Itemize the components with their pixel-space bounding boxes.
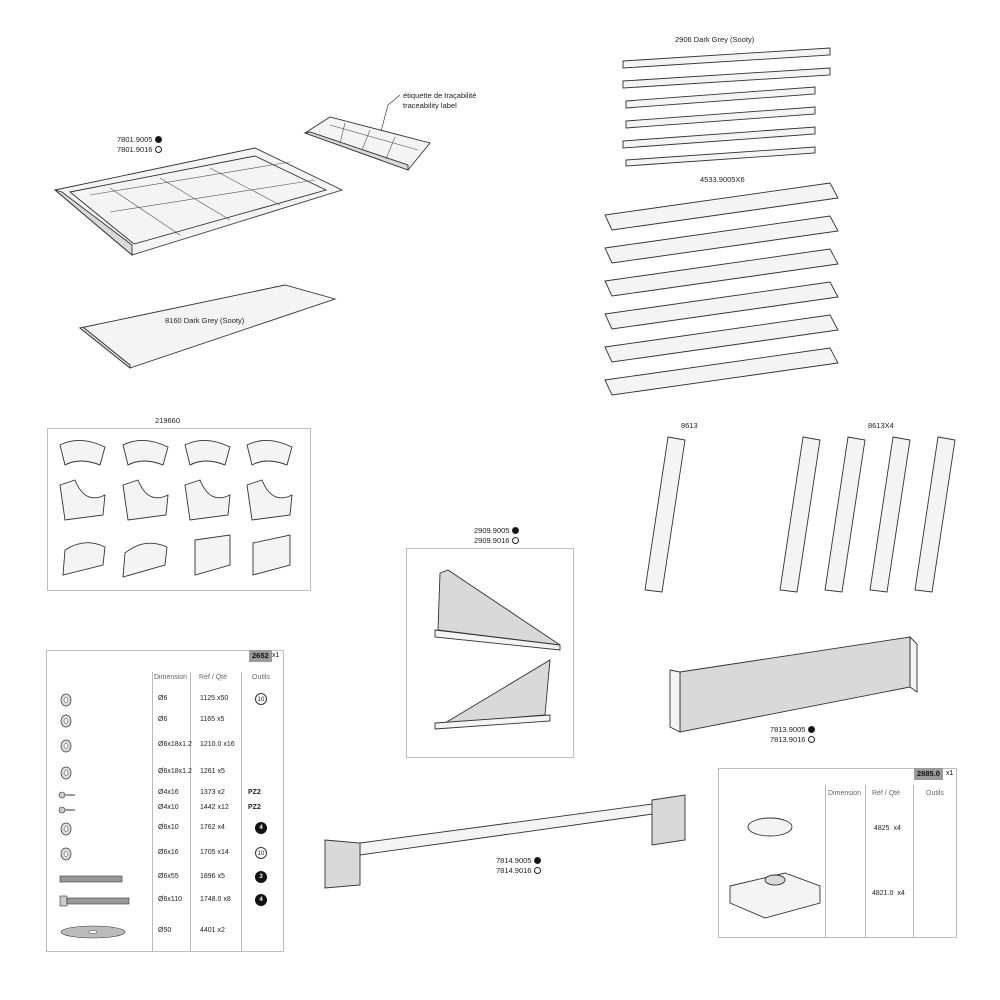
- white-color-swatch: [512, 537, 520, 544]
- dark-color-swatch: [534, 857, 542, 864]
- feet-header-tools: Outils: [926, 790, 944, 797]
- hw-dimension: Ø4x16: [158, 789, 179, 796]
- legs-illustration: [644, 436, 956, 593]
- pad-icon: [747, 817, 793, 837]
- gutters-illustration: [604, 182, 839, 396]
- feet-kit-ref: 2885.0: [914, 768, 943, 780]
- hardware-kit-ref: 2652: [249, 650, 272, 662]
- hw-ref-qty: 1210.0 x16: [200, 741, 235, 748]
- hw-ref-qty: 1373 x2: [200, 789, 225, 796]
- hw-ref-qty: 1125 x50: [200, 695, 229, 702]
- hw-header-tools: Outils: [252, 674, 270, 681]
- hex-key-tool-icon: 4: [255, 894, 267, 906]
- brackets-illustration: [434, 569, 561, 730]
- hardware-kit-box: [46, 650, 284, 952]
- bracket-ref-dark: 2909.9005: [474, 526, 520, 535]
- hw-header-ref-qty: Réf / Qté: [199, 674, 228, 681]
- beam-illustration: [324, 794, 686, 889]
- washer-icon: [58, 739, 138, 753]
- hw-ref-qty: 1762 x4: [200, 824, 225, 831]
- wrench-tool-icon: 10: [255, 693, 267, 705]
- white-color-swatch: [534, 867, 542, 874]
- frame-ref-white: 7801.9016: [117, 145, 163, 154]
- hw-ref-qty: 1896 x5: [200, 873, 225, 880]
- legs-set-label: 8613X4: [868, 421, 894, 430]
- leg-single-label: 8613: [681, 421, 698, 430]
- side-panel-illustration: [669, 635, 918, 733]
- panel-ref-dark: 7813.9005: [770, 725, 816, 734]
- hex-bolt-icon: [58, 847, 138, 861]
- corners-box: [47, 428, 311, 591]
- hw-dimension: Ø4x10: [158, 804, 179, 811]
- feet-kit-box: [718, 768, 957, 938]
- feet-row-1: 4825 x4: [874, 825, 901, 832]
- rails-label: 2906 Dark Grey (Sooty): [675, 35, 755, 44]
- table-frame-illustration: [54, 147, 344, 256]
- hw-dimension: Ø50: [158, 927, 172, 934]
- threaded-rod-icon: [58, 871, 138, 885]
- hw-ref-qty: 1261 x5: [200, 768, 225, 775]
- dark-color-swatch: [155, 136, 163, 143]
- rails-illustration: [622, 47, 831, 167]
- hw-dimension: Ø6: [158, 716, 168, 723]
- feet-kit-qty: x1: [946, 770, 954, 777]
- hw-ref-qty: 4401 x2: [200, 927, 225, 934]
- white-color-swatch: [808, 736, 816, 743]
- feet-row-2: 4821.0 x4: [872, 890, 905, 897]
- hw-dimension: Ø6x18x1.2: [158, 768, 192, 775]
- feet-header-ref-qty: Réf / Qté: [872, 790, 901, 797]
- beam-ref-dark: 7814.9005: [496, 856, 542, 865]
- screw-icon: [58, 802, 138, 816]
- hw-dimension: Ø6x10: [158, 824, 179, 831]
- screw-icon: [58, 787, 138, 801]
- traceability-label-fr: étiquette de traçabilité: [403, 91, 477, 100]
- brackets-box: [406, 548, 574, 758]
- hw-dimension: Ø6: [158, 695, 168, 702]
- traceability-frame-illustration: [303, 94, 431, 171]
- hex-key-tool-icon: 4: [255, 822, 267, 834]
- bracket-ref-white: 2909.9016: [474, 536, 520, 545]
- dark-color-swatch: [512, 527, 520, 534]
- panel-ref-white: 7813.9016: [770, 735, 816, 744]
- feet-header-dimension: Dimension: [828, 790, 862, 797]
- dark-color-swatch: [808, 726, 816, 733]
- hw-header-dimension: Dimension: [154, 674, 188, 681]
- screwdriver-tool-label: PZ2: [248, 789, 261, 796]
- wing-nut-icon: [58, 714, 138, 728]
- nut-icon: [58, 693, 138, 707]
- hw-dimension: Ø6x55: [158, 873, 179, 880]
- traceability-label-en: traceability label: [403, 101, 457, 110]
- board-illustration: [78, 284, 337, 369]
- hw-dimension: Ø6x16: [158, 849, 179, 856]
- hw-ref-qty: 1705 x14: [200, 849, 229, 856]
- corners-label: 219660: [155, 416, 181, 425]
- disc-icon: [58, 925, 138, 939]
- long-bolt-icon: [58, 894, 138, 908]
- board-label: 8160 Dark Grey (Sooty): [165, 316, 245, 325]
- white-color-swatch: [155, 146, 163, 153]
- gutters-label: 4533.9005X6: [700, 175, 745, 184]
- hex-key-tool-icon: 3: [255, 871, 267, 883]
- corner-pieces-illustration: [59, 440, 293, 578]
- hw-dimension: Ø6x18x1.2: [158, 741, 192, 748]
- hardware-kit-qty: x1: [272, 652, 280, 659]
- wrench-tool-icon: 10: [255, 847, 267, 859]
- hex-socket-bolt-icon: [58, 822, 138, 836]
- beam-ref-white: 7814.9016: [496, 866, 542, 875]
- frame-ref-dark: 7801.9005: [117, 135, 163, 144]
- screwdriver-tool-label: PZ2: [248, 804, 261, 811]
- hw-dimension: Ø6x110: [158, 896, 182, 903]
- hw-ref-qty: 1165 x5: [200, 716, 225, 723]
- hw-ref-qty: 1442 x12: [200, 804, 229, 811]
- foot-icon: [729, 872, 821, 919]
- hw-ref-qty: 1748.0 x8: [200, 896, 231, 903]
- washer-icon: [58, 766, 138, 780]
